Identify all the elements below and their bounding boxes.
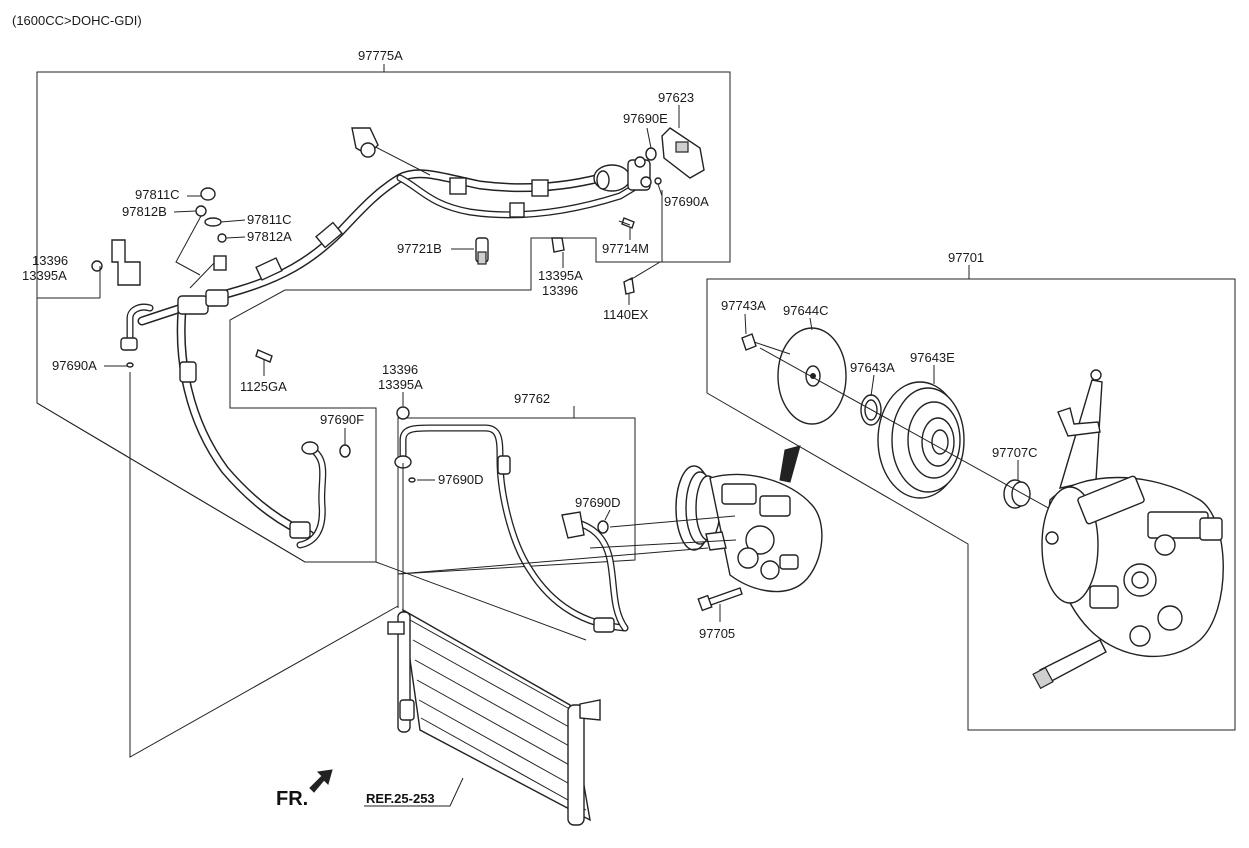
- engine-spec-header: (1600CC>DOHC-GDI): [12, 13, 142, 28]
- sensor-97623: [661, 127, 705, 179]
- label-97705[interactable]: 97705: [699, 626, 735, 641]
- condenser: [387, 463, 601, 826]
- label-97690a-top[interactable]: 97690A: [664, 194, 709, 209]
- label-97811c-b[interactable]: 97811C: [247, 212, 292, 227]
- leader-condenser-b: [36, 402, 376, 563]
- label-97775a[interactable]: 97775A: [358, 48, 403, 63]
- label-97643a[interactable]: 97643A: [850, 360, 895, 375]
- label-1125ga[interactable]: 1125GA: [240, 379, 287, 394]
- pressure-switch-97721b: [475, 237, 489, 265]
- label-97812a[interactable]: 97812A: [247, 229, 292, 244]
- group-box-97701: [706, 278, 1236, 731]
- leader-condenser-c: [375, 561, 587, 641]
- label-97721b[interactable]: 97721B: [397, 241, 442, 256]
- label-97701[interactable]: 97701: [948, 250, 984, 265]
- explode-axis: [759, 347, 1053, 511]
- label-97690e[interactable]: 97690E: [623, 111, 668, 126]
- ref-leader: [364, 777, 464, 807]
- pulley-97643e: [877, 381, 965, 499]
- label-97812b[interactable]: 97812B: [122, 204, 167, 219]
- label-13396-mid[interactable]: 13396: [542, 283, 578, 298]
- label-97623[interactable]: 97623: [658, 90, 694, 105]
- front-direction-label: FR.: [276, 788, 308, 810]
- group-box-97762: [397, 417, 636, 575]
- leader-condenser-a: [129, 372, 399, 758]
- bolt-97743a: [741, 333, 791, 355]
- discharge-line-97762: [394, 424, 629, 633]
- leader-97690d-compressor: [609, 515, 736, 528]
- leader-hose-compressor: [397, 547, 709, 575]
- label-leaders: [37, 64, 1019, 622]
- label-13395a-low[interactable]: 13395A: [378, 377, 423, 392]
- compressor-exploded: [1032, 369, 1224, 690]
- fittings-97811-97812: [175, 187, 227, 276]
- label-13395a-left[interactable]: 13395A: [22, 268, 67, 283]
- leader-discharge-compressor: [589, 539, 737, 549]
- label-97762[interactable]: 97762: [514, 391, 550, 406]
- ref-label[interactable]: REF.25-253: [366, 791, 435, 806]
- hose-assembly-97775a: [111, 127, 652, 549]
- label-13395a-mid[interactable]: 13395A: [538, 268, 583, 283]
- bolt-97705: [697, 587, 743, 612]
- label-97811c-a[interactable]: 97811C: [135, 187, 180, 202]
- label-97743a[interactable]: 97743A: [721, 298, 766, 313]
- label-97644c[interactable]: 97644C: [783, 303, 829, 318]
- clutch-hub-97644c: [777, 327, 847, 425]
- label-97690d-a[interactable]: 97690D: [438, 472, 484, 487]
- compressor-center: [675, 445, 823, 593]
- label-13396-left[interactable]: 13396: [32, 253, 68, 268]
- label-13396-low[interactable]: 13396: [382, 362, 418, 377]
- label-97690a-left[interactable]: 97690A: [52, 358, 97, 373]
- bolts: [91, 217, 635, 420]
- label-97690d-b[interactable]: 97690D: [575, 495, 621, 510]
- label-97690f[interactable]: 97690F: [320, 412, 364, 427]
- label-97643e[interactable]: 97643E: [910, 350, 955, 365]
- label-97707c[interactable]: 97707C: [992, 445, 1038, 460]
- coil-97707c: [1003, 479, 1031, 509]
- o-rings: [126, 147, 662, 534]
- label-1140ex[interactable]: 1140EX: [603, 307, 649, 322]
- label-97714m[interactable]: 97714M: [602, 241, 649, 256]
- front-arrow-icon: [309, 769, 333, 793]
